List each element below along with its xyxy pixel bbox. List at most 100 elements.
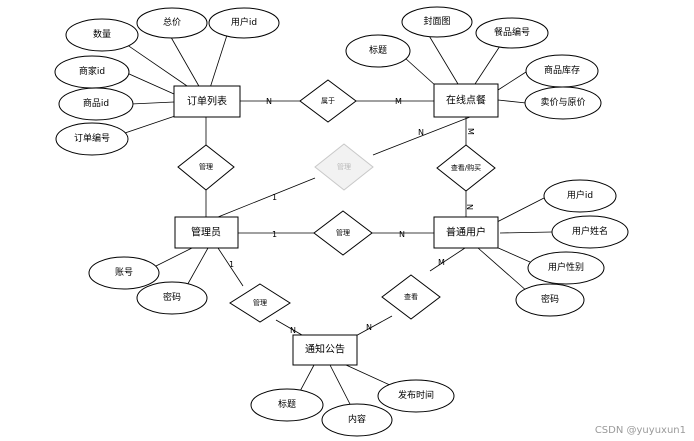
attr-user-gender: 用户性别 xyxy=(527,251,605,285)
svg-text:用户姓名: 用户姓名 xyxy=(572,225,608,237)
edge-view-notice-notice xyxy=(351,315,393,339)
svg-text:用户id: 用户id xyxy=(231,16,257,28)
attr-merchant-id: 商家id xyxy=(54,55,130,89)
edge-user-id-order xyxy=(209,31,229,89)
svg-text:属于: 属于 xyxy=(321,97,335,105)
svg-text:总价: 总价 xyxy=(163,16,181,28)
card-view-buy-meal: M xyxy=(466,128,475,135)
edge-user-gender xyxy=(495,246,531,263)
svg-text:管理: 管理 xyxy=(337,162,351,171)
edge-publish-time xyxy=(345,364,393,387)
svg-text:商家id: 商家id xyxy=(79,65,105,77)
attr-notice-content: 内容 xyxy=(321,403,393,437)
svg-text:管理: 管理 xyxy=(253,298,267,307)
svg-text:商品id: 商品id xyxy=(83,97,109,109)
attr-product-id: 商品id xyxy=(58,87,134,121)
attr-notice-title: 标题 xyxy=(250,388,324,422)
card-view-buy-user: N xyxy=(465,204,474,210)
card-admin-user-user: N xyxy=(399,230,405,239)
svg-text:查看: 查看 xyxy=(404,292,418,301)
card-admin-notice-admin: 1 xyxy=(229,260,234,269)
card-belongs-meal: M xyxy=(395,97,402,106)
cardinality-labels: N M N 1 M N 1 N 1 N M N xyxy=(229,97,475,335)
svg-text:订单编号: 订单编号 xyxy=(74,132,110,144)
svg-text:餐品编号: 餐品编号 xyxy=(494,26,530,38)
edge-manage-notice-notice xyxy=(275,319,303,336)
edge-ghost-admin xyxy=(217,177,316,218)
edge-cover xyxy=(427,33,459,85)
card-user-notice-user: M xyxy=(438,258,445,267)
edge-qty xyxy=(119,39,191,89)
svg-text:查看/购买: 查看/购买 xyxy=(451,163,481,172)
edge-user-pwd xyxy=(477,247,529,293)
edge-stock xyxy=(497,71,527,91)
attr-title-meal: 标题 xyxy=(345,34,411,68)
svg-text:管理员: 管理员 xyxy=(191,226,221,239)
rel-manage-notice: 管理 xyxy=(229,283,291,323)
svg-text:数量: 数量 xyxy=(93,28,111,40)
attr-stock: 商品库存 xyxy=(525,54,599,88)
watermark: CSDN @yuyuxun1 xyxy=(594,425,686,436)
svg-text:通知公告: 通知公告 xyxy=(305,343,345,356)
attr-total: 总价 xyxy=(136,7,208,39)
attr-user-name: 用户姓名 xyxy=(551,215,629,249)
attr-account: 账号 xyxy=(88,256,160,290)
svg-text:普通用户: 普通用户 xyxy=(446,226,486,239)
edge-user-view-notice xyxy=(429,247,466,272)
edge-total xyxy=(167,31,201,89)
attr-publish-time: 发布时间 xyxy=(377,379,455,413)
svg-text:商品库存: 商品库存 xyxy=(544,64,580,76)
edge-account xyxy=(151,247,193,269)
svg-text:内容: 内容 xyxy=(348,413,366,425)
entity-notice: 通知公告 xyxy=(292,334,358,366)
rel-manage-meal: 管理 xyxy=(314,143,374,191)
svg-text:在线点餐: 在线点餐 xyxy=(446,94,486,107)
edge-admin-manage-notice xyxy=(217,247,244,287)
attr-qty: 数量 xyxy=(65,18,139,52)
edge-user-name xyxy=(499,231,553,234)
svg-text:标题: 标题 xyxy=(278,398,296,410)
edge-user-id xyxy=(496,197,545,223)
svg-text:用户性别: 用户性别 xyxy=(548,261,584,273)
edge-meal-no xyxy=(474,45,501,85)
svg-text:卖价与原价: 卖价与原价 xyxy=(540,97,585,108)
card-user-notice-notice: N xyxy=(366,323,372,332)
attr-order-no: 订单编号 xyxy=(55,122,129,156)
card-admin-user-admin: 1 xyxy=(272,230,277,239)
connectors xyxy=(119,31,553,409)
rel-view-notice: 查看 xyxy=(381,274,441,320)
edge-notice-content xyxy=(329,364,353,409)
entity-order-list: 订单列表 xyxy=(173,85,241,118)
entity-admin: 管理员 xyxy=(174,216,239,249)
attr-user-id-order: 用户id xyxy=(208,7,280,39)
svg-text:封面图: 封面图 xyxy=(423,15,450,27)
svg-text:用户id: 用户id xyxy=(567,189,593,201)
edge-title-meal xyxy=(404,57,437,87)
rel-manage-order: 管理 xyxy=(177,144,235,191)
card-meal-admin-meal: N xyxy=(418,128,424,137)
svg-text:发布时间: 发布时间 xyxy=(398,389,434,401)
edge-admin-pwd xyxy=(184,247,209,290)
edge-meal-ghost xyxy=(372,116,471,156)
edge-order-no xyxy=(124,114,179,134)
svg-text:管理: 管理 xyxy=(336,228,350,237)
svg-text:标题: 标题 xyxy=(369,44,387,56)
rel-view-buy: 查看/购买 xyxy=(436,144,496,192)
attr-meal-no: 餐品编号 xyxy=(475,17,549,49)
rel-belongs: 属于 xyxy=(299,79,357,123)
edge-price xyxy=(497,99,527,104)
attr-cover: 封面图 xyxy=(401,6,473,38)
edge-merchant-id xyxy=(126,72,175,95)
rel-manage-user: 管理 xyxy=(313,210,373,256)
card-belongs-order: N xyxy=(266,97,272,106)
entity-normal-user: 普通用户 xyxy=(433,216,499,249)
attr-user-pwd: 密码 xyxy=(515,283,585,317)
card-meal-admin-admin: 1 xyxy=(272,193,277,202)
svg-text:订单列表: 订单列表 xyxy=(187,95,227,108)
attr-price: 卖价与原价 xyxy=(524,86,602,120)
attr-user-id: 用户id xyxy=(543,179,617,213)
svg-text:管理: 管理 xyxy=(199,162,213,171)
svg-text:账号: 账号 xyxy=(115,267,133,278)
edge-product-id xyxy=(130,101,175,105)
